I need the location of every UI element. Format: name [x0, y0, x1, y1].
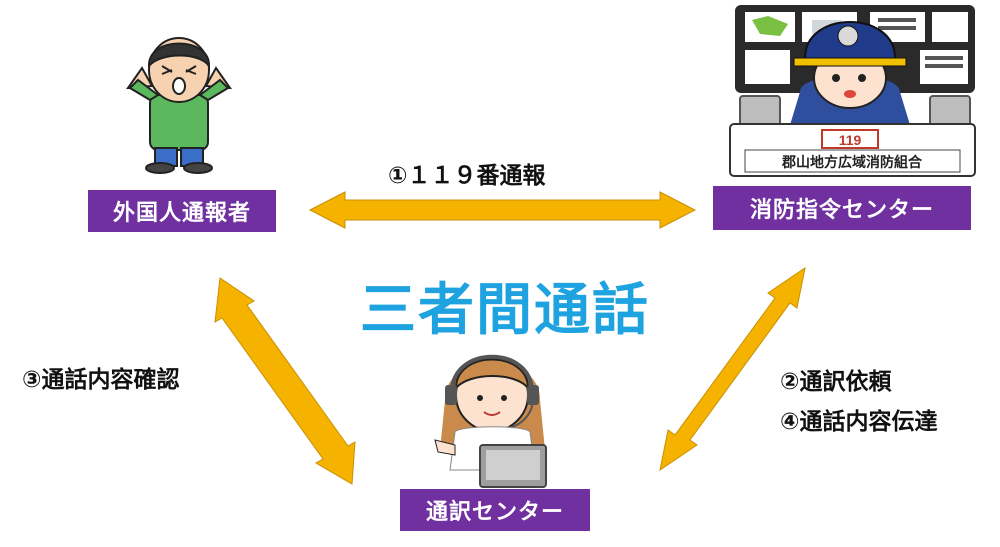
arrow-request — [659, 266, 806, 472]
edge-call-label: ①１１９番通報 — [388, 163, 546, 189]
edge-relay-label: ④通話内容伝達 — [780, 409, 938, 435]
node-dispatch-label: 消防指令センター — [749, 198, 934, 223]
diagram-title: 三者間通話 — [360, 278, 650, 343]
node-reporter: 外国人通報者 — [88, 190, 276, 232]
edge-request-label: ②通訳依頼 — [780, 369, 892, 395]
node-interpreter: 通訳センター — [400, 489, 590, 531]
operator-with-headset-icon — [434, 354, 547, 488]
node-reporter-label: 外国人通報者 — [112, 201, 251, 226]
dispatch-sign-number: 119 — [839, 132, 862, 148]
node-dispatch: 消防指令センター — [713, 186, 971, 230]
arrow-call — [308, 191, 697, 229]
dispatch-sign-org: 郡山地方広域消防組合 — [781, 154, 923, 171]
edge-confirm-label: ③通話内容確認 — [22, 367, 180, 393]
dispatch-center-icon — [729, 5, 976, 177]
node-interpreter-label: 通訳センター — [425, 500, 564, 525]
person-shouting-icon — [125, 37, 233, 174]
arrow-confirm — [214, 277, 356, 485]
